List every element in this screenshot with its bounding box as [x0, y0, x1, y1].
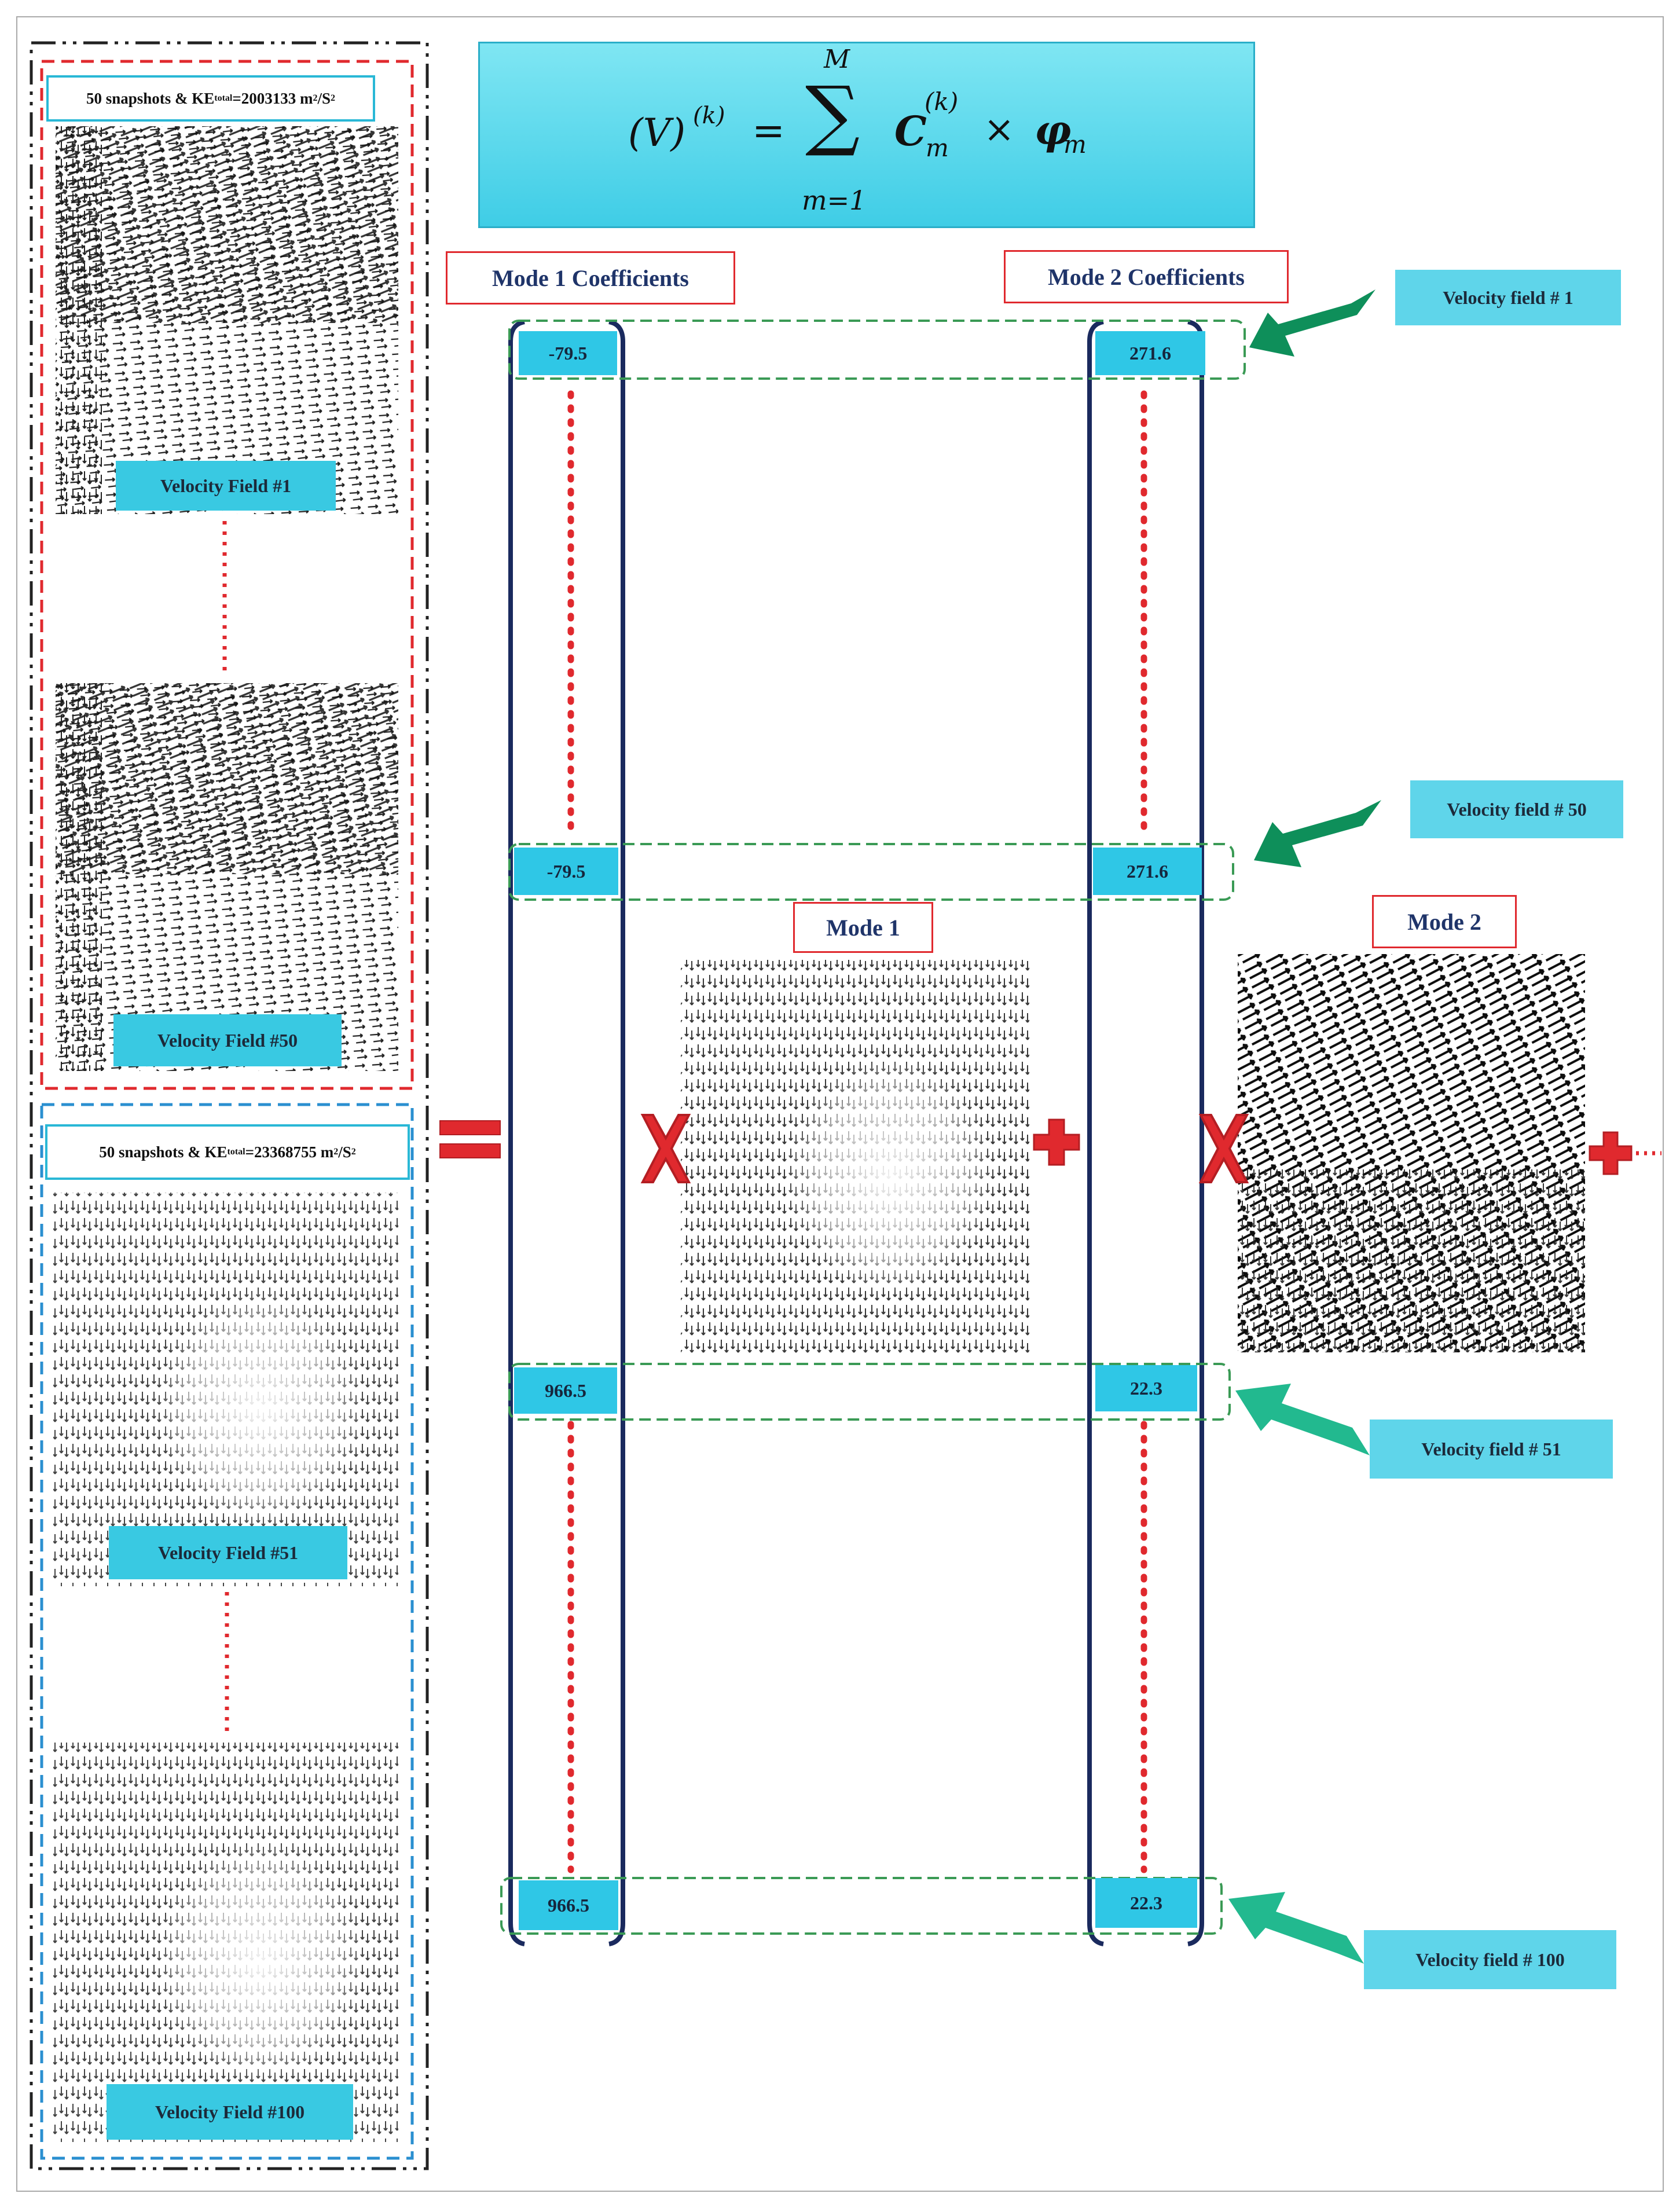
arrow-icon — [1249, 289, 1375, 357]
callout-velocity-field-100: Velocity field # 100 — [1364, 1930, 1616, 1989]
mode2-bracket — [1087, 320, 1204, 1946]
mode1-label: Mode 1 — [793, 902, 933, 953]
arrow-icon — [1228, 1892, 1364, 1964]
group2-header-unit: /S — [338, 1143, 351, 1161]
arrow-icon — [1254, 800, 1381, 867]
mode2-coefficients-header: Mode 2 Coefficients — [1004, 250, 1289, 303]
coef-mode1-row51: 966.5 — [514, 1367, 617, 1414]
velocity-field-1-plot — [56, 126, 398, 514]
velocity-field-51-plot — [53, 1193, 398, 1586]
velocity-field-100-plot — [53, 1743, 398, 2142]
coefficient-dotted-lines — [567, 390, 1147, 1873]
formula-sum-lower: m=1 — [802, 185, 867, 216]
formula-phi: φ — [1035, 106, 1072, 154]
coef-mode2-row100: 22.3 — [1095, 1878, 1197, 1928]
callout-velocity-field-50: Velocity field # 50 — [1410, 780, 1623, 838]
velocity-field-51-label: Velocity Field #51 — [109, 1526, 347, 1579]
coef-mode1-row1: -79.5 — [519, 331, 617, 375]
formula-sum-upper: M — [824, 45, 850, 74]
callout-velocity-field-51: Velocity field # 51 — [1370, 1420, 1613, 1479]
group1-header-sup2: 2 — [331, 93, 336, 103]
formula-sum-symbol: ∑ — [805, 70, 860, 159]
formula-equals: = — [752, 108, 785, 154]
mode2-label: Mode 2 — [1372, 895, 1517, 948]
times-icon — [640, 1114, 691, 1183]
coef-mode2-row50: 271.6 — [1093, 848, 1202, 895]
group2-dashed-box — [40, 1103, 414, 2160]
mode1-bracket — [508, 320, 625, 1946]
mode2-plot — [1238, 954, 1585, 1352]
mode1-coefficients-header: Mode 1 Coefficients — [446, 251, 735, 305]
snapshots-outer-frame — [30, 41, 429, 2170]
velocity-field-50-plot — [56, 683, 398, 1071]
formula-lhs: (V) — [628, 111, 686, 155]
group1-dashed-box — [40, 60, 414, 1090]
group1-header-subscript: total — [214, 93, 233, 103]
velocity-field-100-label: Velocity Field #100 — [107, 2084, 353, 2140]
velocity-field-1-label: Velocity Field #1 — [116, 461, 336, 511]
formula-coefficient-subscript: m — [926, 134, 949, 162]
times-icon — [1198, 1114, 1249, 1183]
group1-header-value: =2003133 m — [232, 89, 313, 107]
coef-mode2-row51: 22.3 — [1095, 1365, 1197, 1411]
coef-mode2-row1: 271.6 — [1095, 331, 1205, 375]
arrow-icon — [1235, 1384, 1370, 1455]
formula-phi-subscript: m — [1063, 130, 1087, 159]
coef-mode1-row100: 966.5 — [519, 1880, 618, 1930]
group2-header-sup1: 2 — [333, 1147, 339, 1157]
velocity-field-50-label: Velocity Field #50 — [113, 1014, 342, 1066]
coef-mode1-row50: -79.5 — [514, 848, 618, 895]
equals-icon — [439, 1120, 501, 1158]
formula-coefficient-superscript: (k) — [925, 87, 959, 116]
mode1-plot — [681, 960, 1029, 1354]
group1-header-sup1: 2 — [313, 93, 318, 103]
plus-icon — [1589, 1131, 1633, 1175]
group1-header-unit: /S — [317, 89, 331, 107]
group2-header-sup2: 2 — [351, 1147, 356, 1157]
formula-lhs-superscript: (k) — [693, 102, 725, 129]
group2-header-value: =23368755 m — [245, 1143, 334, 1161]
formula-times: × — [984, 108, 1015, 151]
formula-coefficient: C — [894, 107, 927, 155]
plus-icon — [1033, 1118, 1080, 1166]
callout-velocity-field-1: Velocity field # 1 — [1395, 270, 1621, 325]
figure-frame — [16, 16, 1664, 2192]
pod-reconstruction-formula: (V) (k) = M ∑ m=1 C (k) m × φ m — [478, 42, 1255, 228]
group2-header-text: 50 snapshots & KE — [99, 1143, 228, 1161]
group1-header-text: 50 snapshots & KE — [86, 89, 215, 107]
group2-header-subscript: total — [227, 1147, 245, 1157]
coefficient-row-boxes — [500, 320, 1246, 1935]
